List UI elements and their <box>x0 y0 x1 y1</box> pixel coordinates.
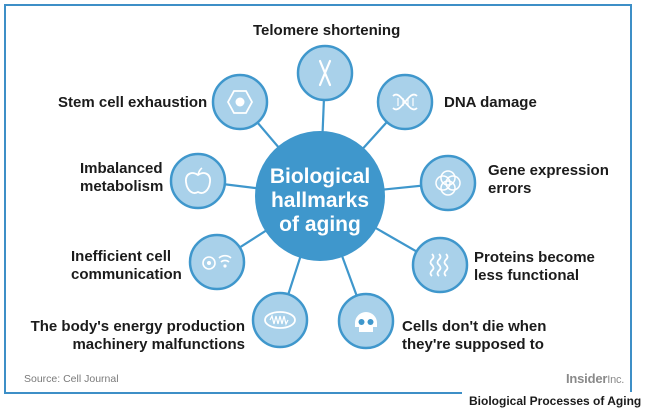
label-proteins: Proteins become less functional <box>474 249 595 284</box>
label-telomere: Telomere shortening <box>253 22 401 39</box>
chromosome-icon <box>318 59 332 87</box>
figure-caption: Biological Processes of Aging <box>469 394 642 408</box>
overlapping-circles-icon <box>435 170 461 196</box>
label-stem-cell: Stem cell exhaustion <box>58 94 208 111</box>
center-circle <box>255 131 385 261</box>
wavy-lines-icon <box>429 253 449 277</box>
stem-cell-icon <box>226 90 254 114</box>
label-gene-expression: Gene expression errors <box>488 162 609 197</box>
node-communication <box>188 233 246 291</box>
brand-logo: InsiderInc. <box>566 371 625 386</box>
dna-helix-icon <box>392 93 418 111</box>
mitochondria-icon <box>264 311 296 329</box>
hallmark-nodes <box>169 44 477 350</box>
label-cells-dont-die: Cells don't die when they're supposed to <box>402 318 547 353</box>
label-dna-damage: DNA damage <box>444 94 537 111</box>
label-metabolism: Imbalanced metabolism <box>80 160 164 195</box>
label-energy-production: The body's energy production machinery m… <box>30 318 245 353</box>
node-metabolism <box>169 152 227 210</box>
node-energy <box>251 291 309 349</box>
skull-icon <box>355 312 377 332</box>
node-gene <box>419 154 477 212</box>
caption-bar <box>462 392 646 411</box>
center-title: Biological hallmarks of aging <box>269 165 371 236</box>
apple-icon <box>185 167 211 194</box>
cell-signal-icon <box>202 254 232 270</box>
label-cell-communication: Inefficient cell communication <box>71 248 182 283</box>
source-note: Source: Cell Journal <box>24 373 119 385</box>
